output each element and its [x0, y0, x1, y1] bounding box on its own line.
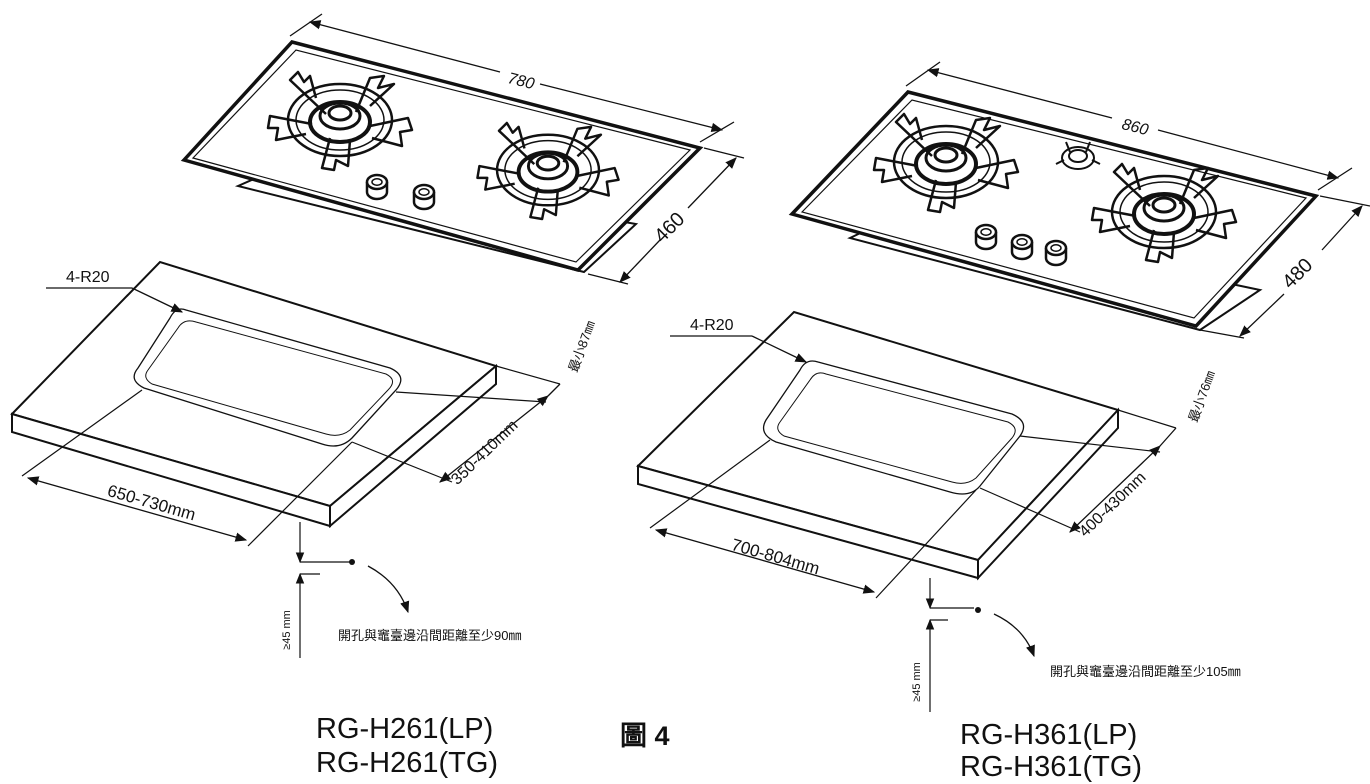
right-cooktop — [788, 90, 1320, 332]
right-knob-2 — [1010, 233, 1034, 261]
left-radius-leader: 4-R20 — [46, 269, 184, 313]
left-thickness-dimension: ≥45 mm — [281, 522, 350, 658]
left-knob-2 — [412, 183, 436, 211]
right-thickness-label: ≥45 mm — [911, 662, 923, 702]
right-edge-arrow — [993, 613, 1035, 658]
right-radius-label: 4-R20 — [690, 317, 734, 334]
right-countertop — [636, 310, 1120, 581]
right-width-label: 860 — [1120, 116, 1150, 139]
left-model-1: RG-H261(LP) — [316, 713, 494, 745]
left-cutout-depth-label: 350-410mm — [448, 417, 521, 489]
left-depth-label: 460 — [650, 208, 689, 247]
right-min-margin-label: 最小76㎜ — [1186, 369, 1218, 424]
right-thickness-dimension: ≥45 mm — [911, 578, 974, 712]
left-cutout-width-label: 650-730mm — [105, 481, 197, 524]
right-knob-1 — [974, 223, 998, 251]
left-model-2: RG-H261(TG) — [316, 747, 499, 779]
right-cutout — [762, 360, 1025, 495]
left-cooktop-glass — [180, 40, 704, 272]
right-edge-note: 開孔與竈臺邊沿間距離至少105㎜ — [1050, 664, 1241, 679]
right-cutout-depth-label: 400-430mm — [1076, 469, 1149, 541]
right-cutout-width-label: 700-804mm — [729, 535, 821, 578]
right-model-2: RG-H361(TG) — [960, 751, 1143, 783]
left-min-margin-label: 最小87㎜ — [566, 319, 598, 374]
left-knob-1 — [365, 173, 389, 201]
left-countertop — [10, 260, 499, 529]
left-edge-arrow — [367, 565, 410, 614]
left-radius-label: 4-R20 — [66, 269, 110, 286]
right-width-dimension: 860 — [905, 61, 1353, 191]
right-edge-marker — [975, 607, 981, 613]
figure-label: 圖 4 — [620, 721, 670, 751]
right-center-burner — [1055, 141, 1101, 170]
left-cooktop — [180, 40, 704, 274]
right-model-1: RG-H361(LP) — [960, 719, 1138, 751]
right-knob-3 — [1044, 239, 1068, 267]
left-width-dimension: 780 — [289, 13, 735, 143]
left-edge-marker — [349, 559, 355, 565]
left-edge-note: 開孔與竈臺邊沿間距離至少90㎜ — [338, 628, 521, 643]
left-thickness-label: ≥45 mm — [281, 610, 293, 650]
right-radius-leader: 4-R20 — [670, 317, 808, 363]
left-width-label: 780 — [506, 70, 536, 93]
right-depth-label: 480 — [1278, 254, 1317, 293]
left-cutout — [133, 308, 402, 447]
